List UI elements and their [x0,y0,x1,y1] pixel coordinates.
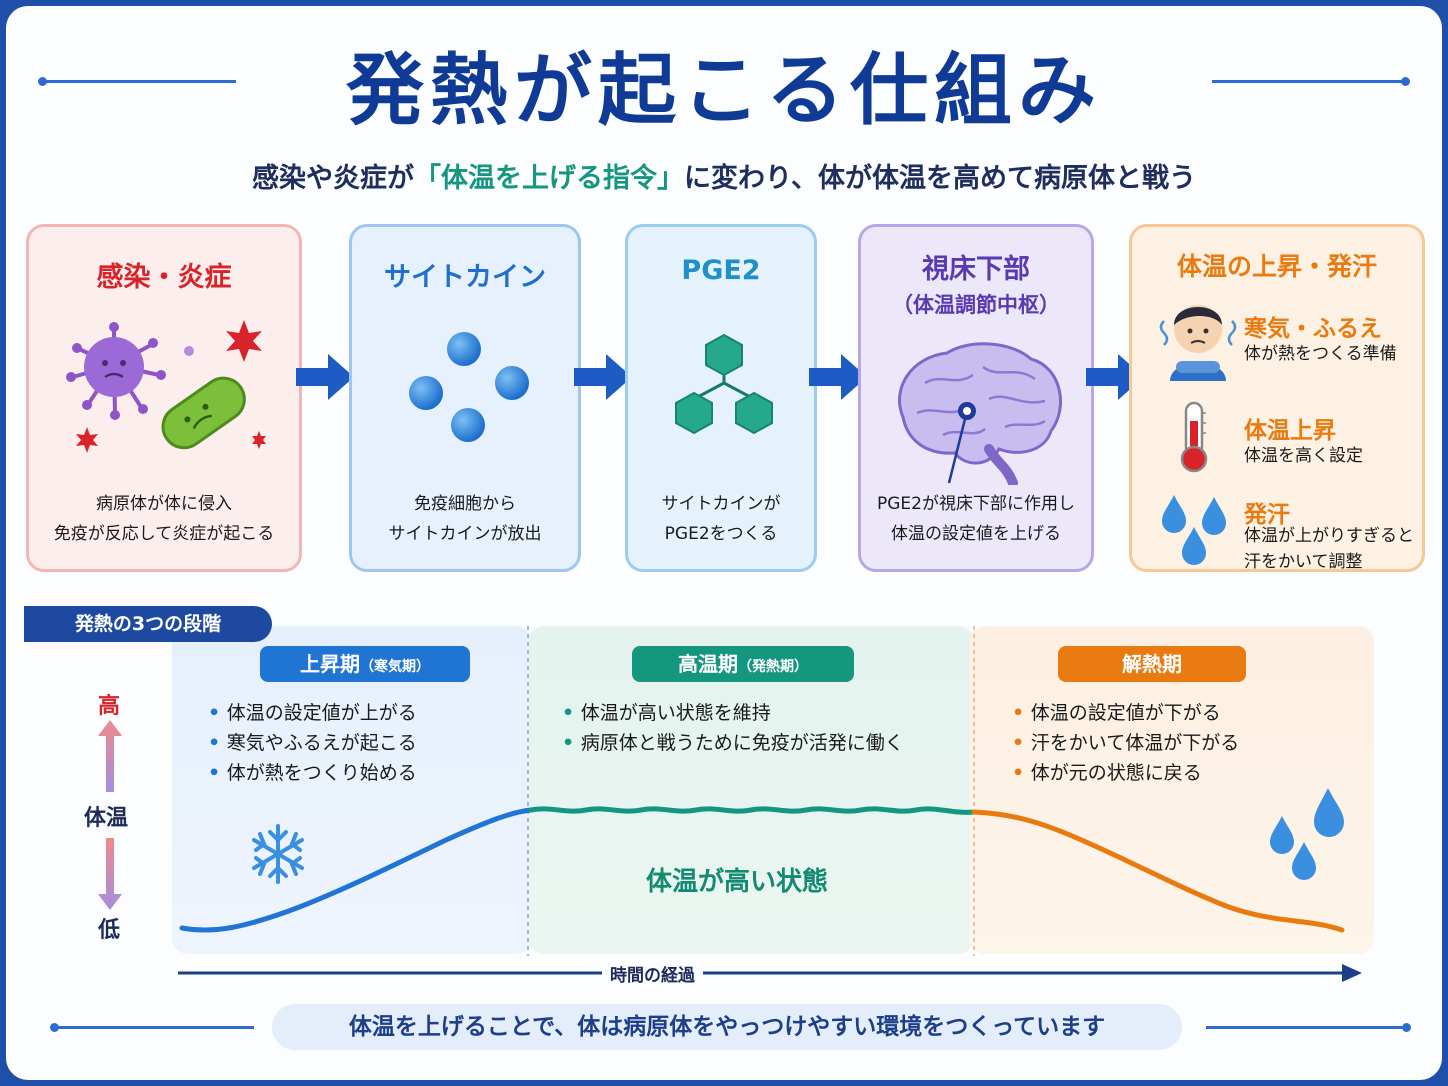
list-item: 体が元の状態に戻る [1012,758,1239,788]
footer-message: 体温を上げることで、体は病原体をやっつけやすい環境をつくっています [272,1004,1182,1050]
page-subtitle: 感染や炎症が「体温を上げる指令」に変わり、体が体温を高めて病原体と戦う [6,156,1442,195]
temperature-curve [179,806,1345,933]
card-pge2-desc: サイトカインが PGE2をつくる [628,489,814,549]
time-axis-arrow-icon [178,964,1362,982]
result-item-3-desc-line2: 汗をかいて調整 [1244,552,1363,572]
card-cytokine-title: サイトカイン [384,262,546,293]
footer-left-line [58,1026,254,1029]
card-cytokine-desc-line1: 免疫細胞から [414,494,516,514]
sweat-drops-icon [1162,495,1226,565]
list-item: 汗をかいて体温が下がる [1012,728,1239,758]
stage-high-badge: 高温期（発熱期） [632,646,854,682]
shivering-person-icon [1159,305,1237,381]
result-item-2-desc: 体温を高く設定 [1244,446,1363,466]
result-item-3-desc-line1: 体温が上がりすぎると [1244,526,1414,546]
thermometer-icon [1180,401,1208,473]
list-item: 体温が高い状態を維持 [562,698,904,728]
stage-high-name: 高温期 [678,652,738,676]
page-title: 発熱が起こる仕組み [345,46,1102,136]
subtitle-prefix: 感染や炎症が [252,163,415,194]
card-infection: 感染・炎症 病原体が体に侵入 [26,224,302,572]
stages-label: 発熱の3つの段階 [24,606,272,642]
axis-updown-arrow-icon [98,720,122,910]
card-hypothalamus-desc-line2: 体温の設定値を上げる [891,524,1061,544]
stage-fall-bullets: 体温の設定値が下がる 汗をかいて体温が下がる 体が元の状態に戻る [1012,698,1239,788]
result-item-2-title: 体温上昇 [1244,418,1336,444]
list-item: 病原体と戦うために免疫が活発に働く [562,728,904,758]
card-result-title: 体温の上昇・発汗 [1176,252,1377,281]
stage-high-bullets: 体温が高い状態を維持 病原体と戦うために免疫が活発に働く [562,698,904,758]
result-item-1-desc: 体が熱をつくる準備 [1244,344,1397,364]
flow-arrow-3-icon [809,354,867,400]
axis-low-label: 低 [98,918,121,943]
card-pge2-title: PGE2 [681,255,761,286]
card-hypothalamus-desc-line1: PGE2が視床下部に作用し [877,494,1075,514]
title-left-line [46,80,236,83]
list-item: 寒気やふるえが起こる [208,728,417,758]
stage-high-sub: （発熱期） [738,659,808,675]
card-pge2: PGE2 サイトカインが PGE2をつくる [625,224,817,572]
list-item: 体温の設定値が下がる [1012,698,1239,728]
footer-right-dot [1402,1023,1411,1032]
fall-sweat-drops-icon [1270,788,1344,880]
stage-rise-name: 上昇期 [300,652,360,676]
virus-bacteria-icon [66,320,266,453]
card-pge2-desc-line1: サイトカインが [661,494,781,514]
card-infection-desc: 病原体が体に侵入 免疫が反応して炎症が起こる [29,489,299,549]
result-item-3-desc: 体温が上がりすぎると 汗をかいて調整 [1244,523,1414,575]
hexagon-molecule-icon [675,333,773,435]
title-left-dot [38,77,47,86]
card-hypothalamus-subtitle: （体温調節中枢） [892,293,1060,317]
flow-arrow-1-icon [296,354,354,400]
title-right-line [1212,80,1402,83]
snowflake-icon [252,824,304,884]
axis-temp-label: 体温 [84,806,129,831]
stage-fall-name: 解熱期 [1122,652,1182,676]
molecule-dots-icon [409,332,529,442]
stage-fall-badge: 解熱期 [1058,646,1246,682]
infographic-frame: 発熱が起こる仕組み 感染や炎症が「体温を上げる指令」に変わり、体が体温を高めて病… [6,6,1442,1080]
stage-divider-1 [527,626,529,956]
card-hypothalamus-title: 視床下部 [922,254,1030,285]
card-infection-desc-line1: 病原体が体に侵入 [96,494,232,514]
stage-rise-bullets: 体温の設定値が上がる 寒気やふるえが起こる 体が熱をつくり始める [208,698,417,788]
axis-high-label: 高 [98,694,121,719]
list-item: 体温の設定値が上がる [208,698,417,728]
result-item-1-title: 寒気・ふるえ [1244,316,1382,342]
title-right-dot [1401,77,1410,86]
subtitle-suffix: に変わり、体が体温を高めて病原体と戦う [684,163,1196,194]
footer-right-line [1206,1026,1402,1029]
card-infection-desc-line2: 免疫が反応して炎症が起こる [53,524,275,544]
card-hypothalamus-desc: PGE2が視床下部に作用し 体温の設定値を上げる [861,489,1091,549]
high-state-label: 体温が高い状態 [646,867,829,897]
time-axis-label: 時間の経過 [602,961,703,986]
stage-rise-badge: 上昇期（寒気期） [260,646,470,682]
card-infection-title: 感染・炎症 [96,262,232,293]
stage-rise-sub: （寒気期） [360,659,430,675]
card-result: 体温の上昇・発汗 寒気・ふるえ 体が熱をつくる準備 体温上昇 体温を高く設定 発… [1129,224,1425,572]
card-hypothalamus: 視床下部 （体温調節中枢） PGE2が視床下部に作用し 体温の設定値を上げる [858,224,1094,572]
flow-arrow-2-icon [574,354,632,400]
footer-left-dot [50,1023,59,1032]
subtitle-highlight: 「体温を上げる指令」 [414,163,685,194]
card-cytokine: サイトカイン 免疫細胞から サイトカインが放出 [349,224,581,572]
card-pge2-desc-line2: PGE2をつくる [664,524,778,544]
card-cytokine-desc-line2: サイトカインが放出 [388,524,542,544]
list-item: 体が熱をつくり始める [208,758,417,788]
brain-icon [898,342,1063,485]
stage-divider-2 [973,626,975,956]
card-cytokine-desc: 免疫細胞から サイトカインが放出 [352,489,578,549]
result-item-3-title: 発汗 [1244,502,1290,528]
